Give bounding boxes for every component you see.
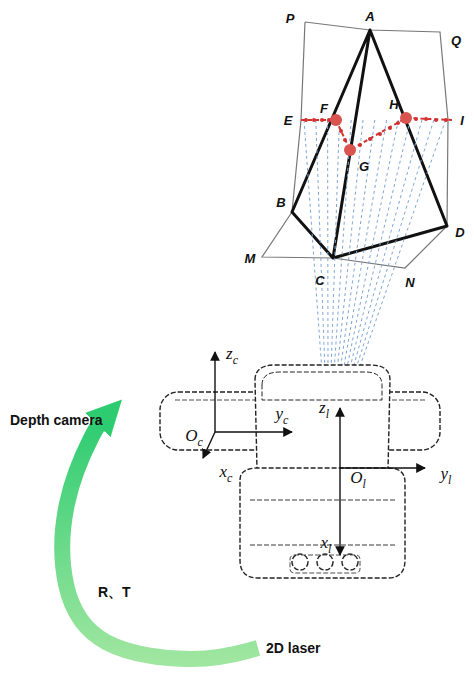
point-label: N	[405, 275, 414, 290]
axis-label: yl	[441, 464, 452, 487]
point-label: H	[389, 97, 398, 112]
point-label: A	[365, 9, 374, 24]
robot-sketch	[160, 365, 440, 578]
axis-label: zl	[319, 398, 329, 421]
point-label: D	[455, 225, 464, 240]
point-label: F	[320, 101, 328, 116]
text-node: Depth camera	[6, 410, 107, 430]
point-label: B	[276, 195, 285, 210]
pyramid-geometry	[262, 22, 452, 372]
edge-label: R、T	[96, 584, 133, 602]
axis-label: xc	[220, 462, 233, 485]
point-label: C	[315, 273, 324, 288]
text-node: 2D laser	[262, 638, 324, 658]
point-label: M	[245, 251, 256, 266]
point-label: E	[284, 113, 293, 128]
point-label: P	[286, 11, 295, 26]
axis-label: Oc	[185, 426, 203, 449]
node-label: Depth camera	[10, 412, 103, 428]
axis-label: Ol	[350, 468, 366, 491]
axis-label: xl	[321, 533, 332, 556]
node-label: 2D laser	[266, 640, 320, 656]
point-label: Q	[451, 33, 461, 48]
point-label: G	[359, 159, 369, 174]
transform-arrow	[62, 420, 258, 659]
axis-label: yc	[276, 404, 289, 427]
axis-label: zc	[226, 344, 238, 367]
point-label: I	[460, 113, 464, 128]
